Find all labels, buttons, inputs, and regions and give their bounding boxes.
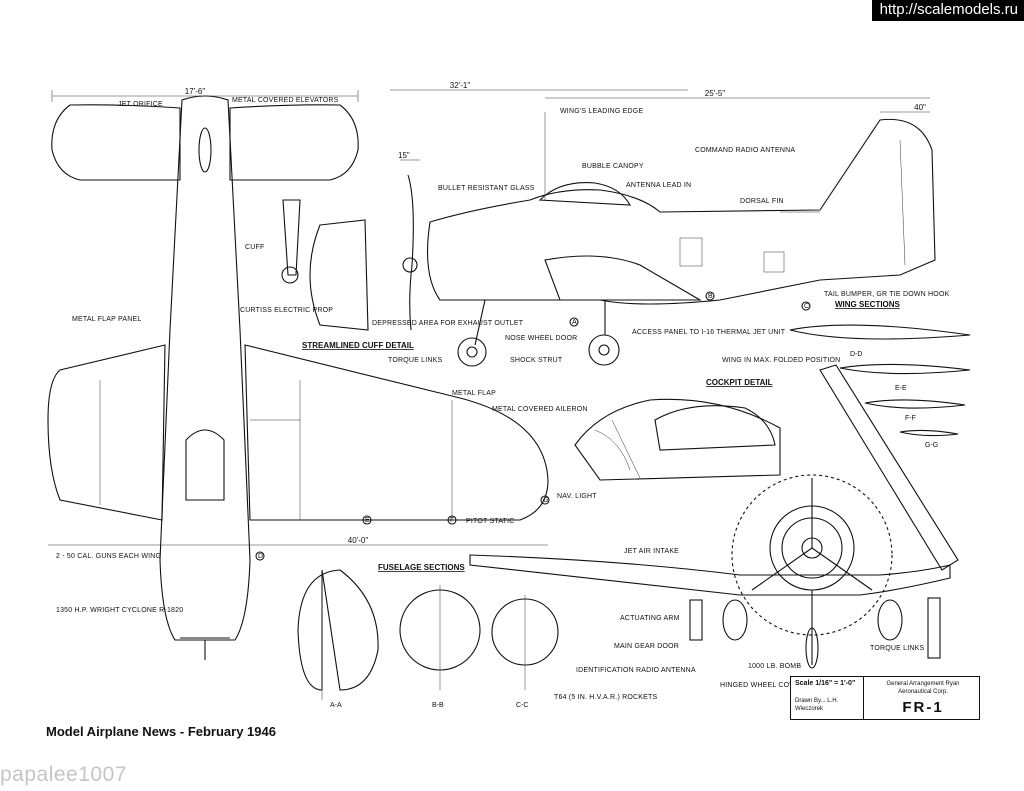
- fuselage-section-label-b: B-B: [432, 702, 444, 709]
- label-identification-radio: Identification Radio Antenna: [576, 667, 696, 674]
- label-command-radio-antenna: Command Radio Antenna: [695, 147, 795, 154]
- side-view: [390, 89, 936, 367]
- label-wing-folded: Wing In Max. Folded Position: [722, 357, 840, 364]
- label-engine: 1350 H.P. Wright Cyclone R-1820: [56, 607, 183, 614]
- label-metal-covered-aileron: Metal Covered Aileron: [492, 406, 588, 413]
- page-caption: Model Airplane News - February 1946: [46, 724, 276, 739]
- front-view: [469, 474, 951, 669]
- marker-e: E: [365, 517, 370, 524]
- dim-wing-span: 40'-0": [348, 536, 369, 545]
- fuselage-section-label-c: C-C: [516, 702, 528, 709]
- title-block-drawn-by: Drawn By... L.H. Wieczorek: [795, 698, 839, 712]
- label-dorsal-fin: Dorsal Fin: [740, 198, 784, 205]
- marker-f: F: [450, 517, 454, 524]
- label-nose-wheel-door: Nose Wheel Door: [505, 335, 577, 342]
- label-cuff: Cuff: [245, 244, 264, 251]
- plan-wing-left: [47, 344, 166, 521]
- label-bubble-canopy: Bubble Canopy: [582, 163, 644, 170]
- label-metal-flap: Metal Flap: [452, 390, 496, 397]
- label-streamlined-cuff-detail: Streamlined Cuff Detail: [302, 341, 414, 350]
- cockpit-detail-title: Cockpit Detail: [706, 378, 773, 387]
- title-block-scale: Scale 1/16" = 1'-0": [795, 680, 856, 687]
- label-shock-strut: Shock Strut: [510, 357, 563, 364]
- dim-fin-height: 40": [914, 103, 926, 112]
- label-bullet-resistant-glass: Bullet Resistant Glass: [438, 185, 535, 192]
- marker-d: D: [258, 553, 263, 560]
- label-actuating-arm: Actuating Arm: [620, 615, 680, 622]
- side-canopy: [538, 182, 631, 206]
- wing-section-label-g: G-G: [925, 442, 938, 449]
- wing-section-label-e: E-E: [895, 385, 907, 392]
- label-tail-bumper: Tail Bumper, Gr Tie Down Hook: [824, 291, 950, 298]
- folded-wing: [819, 364, 959, 571]
- label-access-panel: Access Panel To I-16 Thermal Jet Unit: [632, 329, 786, 336]
- label-main-gear-door: Main Gear Door: [614, 643, 679, 650]
- label-wing-leading-edge: Wing's Leading Edge: [560, 108, 643, 115]
- label-guns: 2 - 50 Cal. Guns Each Wing: [56, 553, 161, 560]
- marker-a: A: [572, 319, 577, 326]
- dim-length-le-tail: 25'-5": [705, 89, 726, 98]
- marker-b: B: [708, 293, 713, 300]
- label-jet-air-intake: Jet Air Intake: [624, 548, 679, 555]
- cockpit-detail: [574, 398, 781, 481]
- marker-c: C: [804, 303, 809, 310]
- source-url-banner[interactable]: http://scalemodels.ru: [871, 0, 1024, 21]
- fuselage-sections-title: Fuselage Sections: [378, 563, 465, 572]
- label-bomb: 1000 Lb. Bomb: [748, 663, 801, 670]
- wing-sections: [789, 324, 971, 437]
- dim-prop-offset: 15": [398, 151, 410, 160]
- section-markers: A B C D E F G: [255, 291, 811, 561]
- label-jet-orifice: Jet Orifice: [118, 101, 163, 108]
- dim-tail-span: 17'-6": [185, 87, 206, 96]
- side-fuselage: [426, 118, 936, 305]
- tailplane-outline: [51, 104, 181, 181]
- dim-fuselage-length: 32'-1": [450, 81, 471, 90]
- marker-g: G: [543, 497, 548, 504]
- plan-wing-right: [244, 344, 549, 521]
- plan-fuselage: [159, 95, 251, 641]
- title-block-general-arrangement: General Arrangement Ryan Aeronautical Co…: [886, 681, 960, 695]
- label-rockets: T64 (5 in. H.V.A.R.) Rockets: [554, 694, 657, 701]
- tailplane-outline-right: [229, 104, 359, 181]
- fuselage-section-label-a: A-A: [330, 702, 342, 709]
- watermark: papalee1007: [0, 763, 127, 786]
- title-block-model: FR-1: [902, 699, 944, 716]
- cuff-detail: [281, 199, 369, 331]
- label-metal-covered-elevators: Metal Covered Elevators: [232, 97, 339, 104]
- label-nav-light: Nav. Light: [557, 493, 597, 500]
- label-torque-links-front: Torque Links: [870, 645, 925, 652]
- front-wing: [469, 554, 951, 596]
- label-torque-links-side: Torque Links: [388, 357, 443, 364]
- label-depressed-area: Depressed Area For Exhaust Outlet: [372, 320, 524, 327]
- title-block-left: Scale 1/16" = 1'-0" Drawn By... L.H. Wie…: [791, 677, 864, 719]
- label-hinged-wheel: Hinged Wheel Cover Door: [720, 682, 828, 689]
- wing-section-label-f: F-F: [905, 415, 916, 422]
- title-block: Scale 1/16" = 1'-0" Drawn By... L.H. Wie…: [790, 676, 980, 720]
- label-pitot-static: Pitot Static: [466, 518, 515, 525]
- wing-section-label-d: D-D: [850, 351, 862, 358]
- label-metal-flap-panel: Metal Flap Panel: [72, 316, 141, 323]
- wing-sections-title: Wing Sections: [835, 300, 901, 309]
- fuselage-sections: [297, 569, 559, 700]
- label-antenna-lead-in: Antenna Lead In: [626, 182, 691, 189]
- plan-view: [47, 90, 549, 660]
- label-curtiss-prop: Curtiss Electric Prop: [240, 307, 333, 314]
